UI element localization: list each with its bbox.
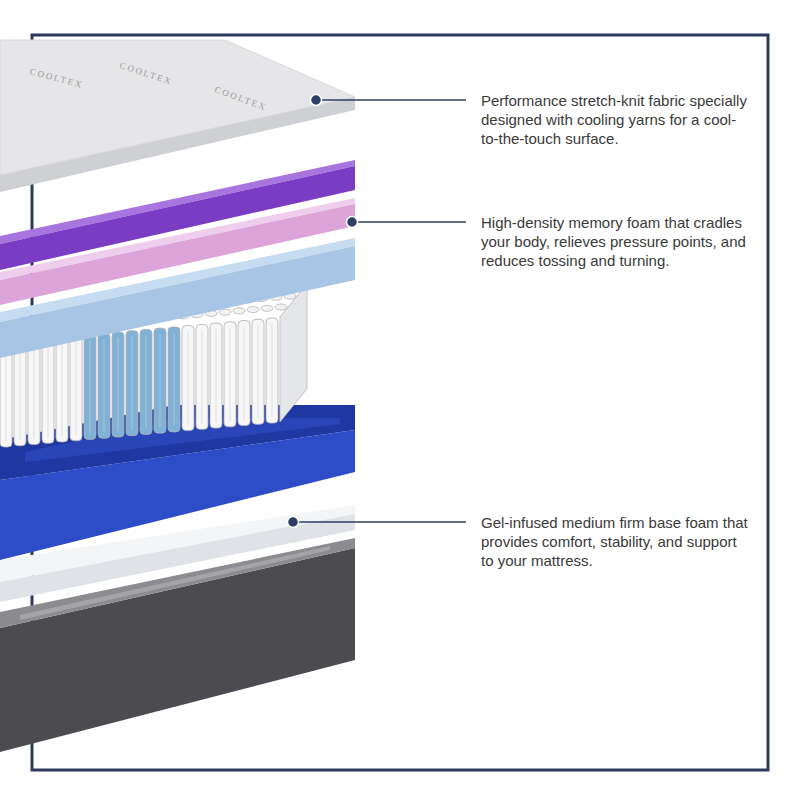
coil-seam bbox=[216, 329, 217, 422]
coil-seam bbox=[62, 343, 63, 436]
leader-line bbox=[352, 221, 466, 223]
coil-pocket bbox=[70, 336, 82, 441]
coil-seam bbox=[202, 330, 203, 423]
coil-seam bbox=[174, 333, 175, 426]
callout-text: Gel-infused medium firm base foam that p… bbox=[481, 513, 753, 570]
coil-pocket bbox=[56, 337, 68, 442]
callout-text: Performance stretch-knit fabric speciall… bbox=[481, 91, 753, 148]
coil-pocket bbox=[0, 342, 12, 447]
callout-dot bbox=[347, 217, 358, 228]
coil-pocket bbox=[196, 324, 208, 429]
coil-pocket bbox=[126, 331, 138, 436]
coil-seam bbox=[48, 344, 49, 437]
coil-pocket bbox=[98, 333, 110, 438]
coil-top bbox=[219, 309, 231, 315]
leader-line bbox=[293, 521, 466, 523]
coil-top bbox=[275, 304, 287, 310]
coil-pocket bbox=[42, 338, 54, 443]
callout-dot bbox=[288, 517, 299, 528]
fabric-watermark: COOLTEX bbox=[118, 60, 174, 87]
coil-pocket bbox=[140, 329, 152, 434]
coil-pocket bbox=[252, 319, 264, 424]
fabric-top bbox=[0, 40, 355, 175]
coil-pocket bbox=[238, 321, 250, 426]
coil-pocket bbox=[84, 334, 96, 439]
coil-seam bbox=[258, 325, 259, 418]
fabric-watermark: COOLTEX bbox=[29, 66, 85, 90]
coil-seam bbox=[230, 328, 231, 421]
coil-seam bbox=[34, 345, 35, 438]
coil-seam bbox=[146, 335, 147, 428]
coil-pocket bbox=[266, 318, 278, 423]
coil-seam bbox=[132, 337, 133, 430]
coil-pocket bbox=[210, 323, 222, 428]
fabric-watermark: COOLTEX bbox=[213, 84, 268, 112]
leader-line bbox=[316, 99, 466, 101]
coil-top bbox=[233, 308, 245, 314]
coil-seam bbox=[188, 332, 189, 425]
coil-seam bbox=[118, 338, 119, 431]
coil-seam bbox=[104, 339, 105, 432]
purple-foam-front bbox=[0, 166, 355, 270]
coil-seam bbox=[160, 334, 161, 427]
coil-seam bbox=[272, 324, 273, 417]
coil-pocket bbox=[28, 339, 40, 444]
coil-pocket bbox=[154, 328, 166, 433]
coil-seam bbox=[6, 348, 7, 441]
coil-seam bbox=[76, 342, 77, 435]
coil-top bbox=[261, 305, 273, 311]
coil-pocket bbox=[14, 341, 26, 446]
coil-seam bbox=[90, 340, 91, 433]
coil-top bbox=[247, 307, 259, 313]
callout-text: High-density memory foam that cradles yo… bbox=[481, 213, 753, 270]
callout-dot bbox=[311, 95, 322, 106]
coil-pocket bbox=[182, 326, 194, 431]
fabric-edge bbox=[0, 40, 355, 175]
coil-side bbox=[280, 284, 307, 422]
coil-seam bbox=[244, 327, 245, 420]
coil-pocket bbox=[168, 327, 180, 432]
coil-seam bbox=[20, 347, 21, 440]
coil-pocket bbox=[112, 332, 124, 437]
coil-pocket bbox=[224, 322, 236, 427]
